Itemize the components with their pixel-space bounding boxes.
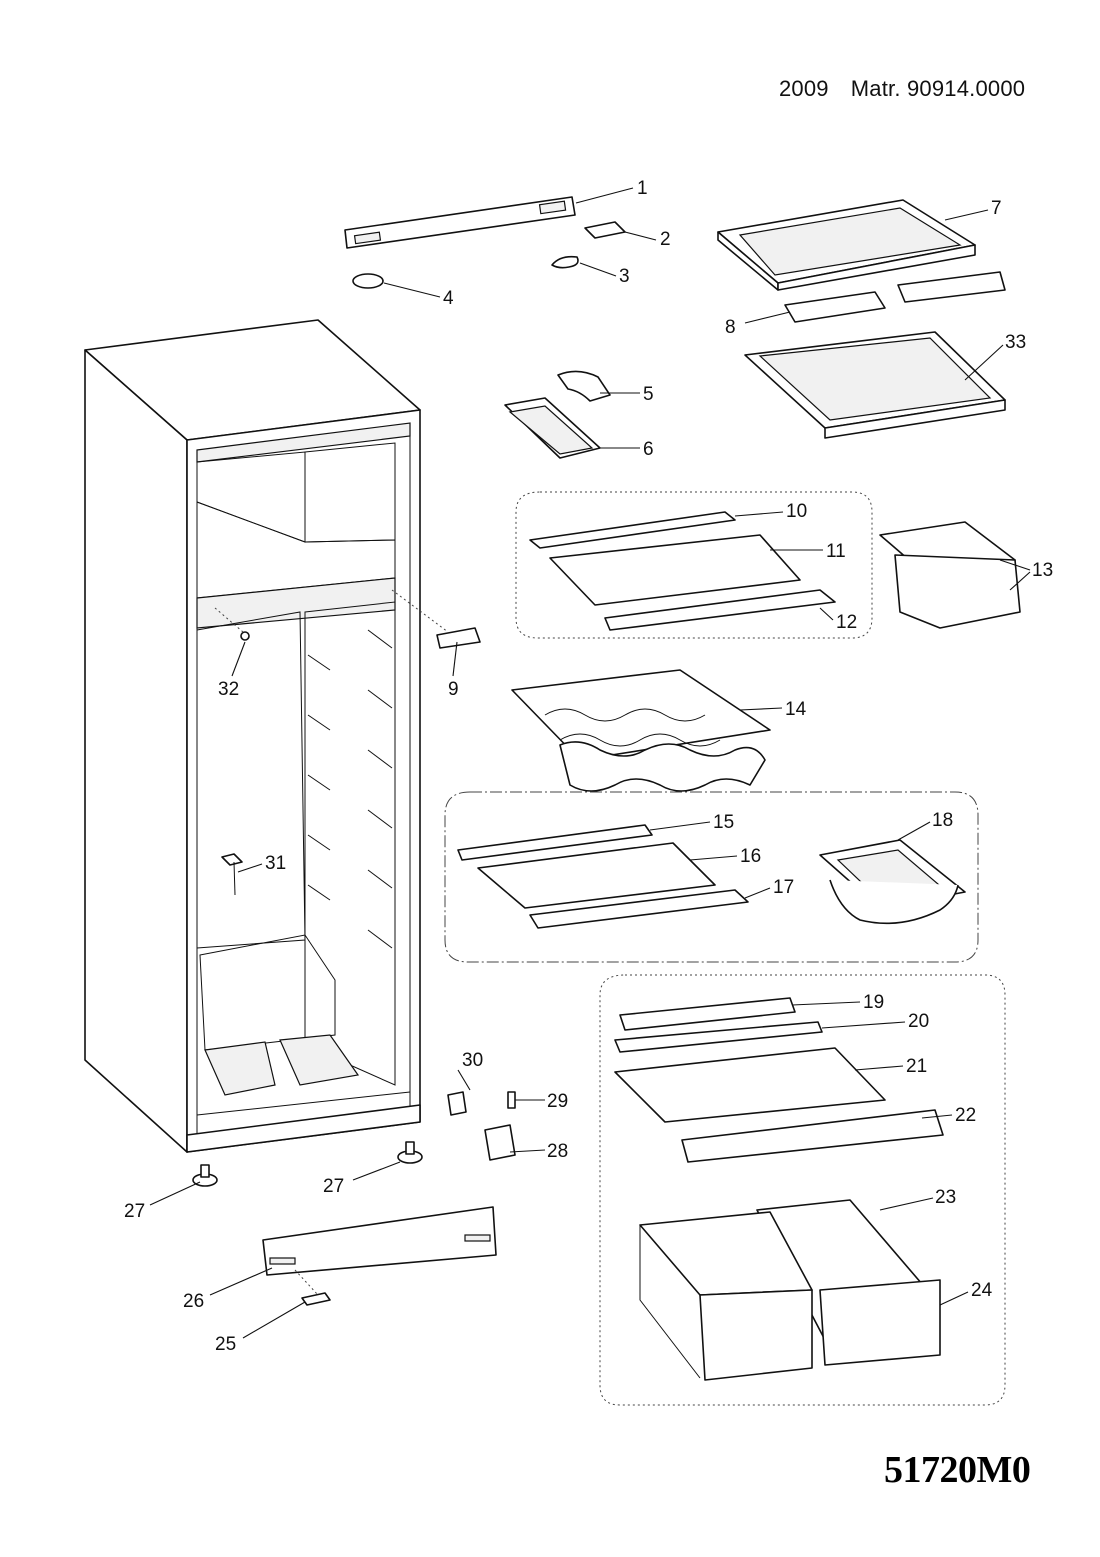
part-14-wine-rack [511, 669, 771, 792]
part-number-29: 29 [547, 1091, 568, 1112]
part-33-wire-shelf [744, 331, 1006, 439]
part-number-20: 20 [908, 1011, 929, 1032]
part-3-grommet [551, 255, 579, 269]
part-7-freezer-shelf [717, 199, 976, 291]
part-number-27-left: 27 [124, 1201, 145, 1222]
part-number-33: 33 [1005, 332, 1026, 353]
part-number-26: 26 [183, 1291, 204, 1312]
part-2-clip [584, 221, 626, 239]
part-number-2: 2 [660, 229, 671, 250]
part-1-handle-strip [344, 196, 576, 249]
part-number-32: 32 [218, 679, 239, 700]
header-year: 2009 [779, 76, 829, 101]
leader-lines [149, 187, 1031, 1339]
part-19-flap [619, 997, 796, 1031]
part-17-trim [529, 889, 749, 929]
part-number-30: 30 [462, 1050, 483, 1071]
part-number-24: 24 [971, 1280, 993, 1301]
part-number-13: 13 [1032, 560, 1053, 581]
part-9-hinge [391, 589, 481, 649]
part-20-trim [614, 1021, 823, 1053]
part-4-cap [352, 273, 384, 289]
part-12-trim [604, 589, 836, 631]
part-number-1: 1 [637, 178, 648, 199]
part-number-4: 4 [443, 288, 454, 309]
header: 2009 Matr. 90914.0000 [779, 76, 1025, 102]
part-number-10: 10 [786, 501, 807, 522]
part-number-11: 11 [826, 541, 846, 562]
part-number-9: 9 [448, 679, 459, 700]
part-number-12: 12 [836, 612, 857, 633]
part-16-glass [477, 842, 716, 909]
diagram-code: 51720M0 [884, 1449, 1031, 1491]
part-8-trays [784, 271, 1006, 323]
part-32-guide [214, 607, 244, 633]
part-11-glass [549, 534, 801, 606]
part-number-18: 18 [932, 810, 953, 831]
part-number-7: 7 [991, 198, 1002, 219]
header-matr: Matr. 90914.0000 [850, 76, 1026, 101]
part-number-21: 21 [906, 1056, 927, 1077]
shelf-group-outline-2 [444, 791, 979, 963]
part-13-box [879, 521, 1021, 629]
part-27-foot-right [397, 1141, 423, 1164]
part-number-15: 15 [713, 812, 734, 833]
part-number-5: 5 [643, 384, 654, 405]
part-6-ice-tray [504, 397, 601, 459]
part-10-trim [529, 511, 736, 549]
part-number-27-right: 27 [323, 1176, 344, 1197]
part-number-16: 16 [740, 846, 761, 867]
part-28-hinge [484, 1124, 516, 1161]
part-5-scoop [557, 370, 611, 402]
part-32-plug [240, 631, 250, 641]
part-number-22: 22 [955, 1105, 976, 1126]
part-number-23: 23 [935, 1187, 956, 1208]
part-number-25: 25 [215, 1334, 236, 1355]
part-27-foot-left [192, 1164, 218, 1187]
part-15-trim [457, 824, 653, 861]
part-23-crisper [756, 1199, 941, 1366]
part-number-14: 14 [785, 699, 807, 720]
part-number-19: 19 [863, 992, 884, 1013]
part-number-labels: 1 2 3 4 5 6 7 8 9 10 11 12 13 14 15 16 1… [124, 178, 1053, 1355]
part-21-glass [614, 1047, 886, 1123]
part-number-17: 17 [773, 877, 794, 898]
part-number-3: 3 [619, 266, 630, 287]
part-24-crisper [639, 1211, 813, 1381]
door-group-outline [599, 974, 1006, 1406]
part-number-28: 28 [547, 1141, 568, 1162]
part-22-trim [681, 1109, 944, 1163]
part-number-6: 6 [643, 439, 654, 460]
part-25-clip [301, 1292, 331, 1306]
part-number-31: 31 [265, 853, 286, 874]
part-29-pin [507, 1091, 516, 1109]
part-26-kickplate [262, 1206, 497, 1296]
part-18-holder [819, 839, 966, 925]
cabinet [84, 319, 421, 1153]
part-number-8: 8 [725, 317, 736, 338]
part-31-thermostat [221, 853, 243, 896]
part-30-plate [447, 1091, 467, 1116]
